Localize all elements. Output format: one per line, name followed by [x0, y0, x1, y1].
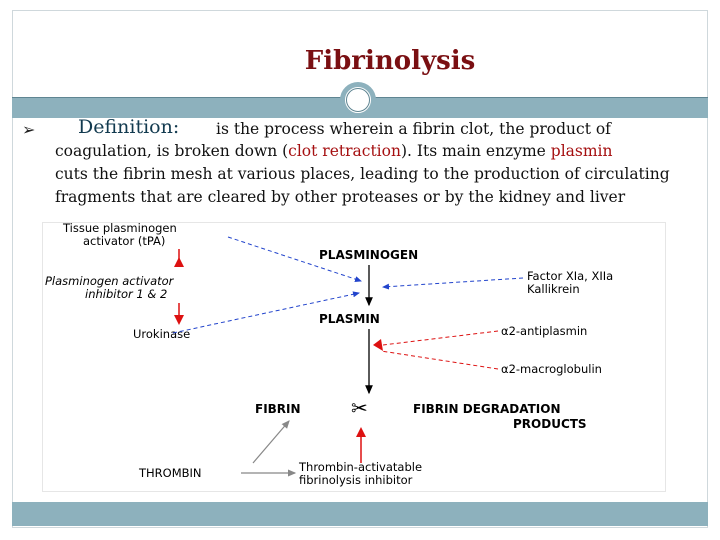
slide-title: Fibrinolysis	[304, 46, 476, 76]
macroglobulin-label: α2-macroglobulin	[501, 362, 602, 376]
tafi-label-2: fibrinolysis inhibitor	[299, 473, 413, 487]
factor-label-2: Kallikrein	[527, 282, 580, 296]
tafi-label-1: Thrombin-activatable	[298, 460, 422, 474]
fibrinolysis-diagram: Tissue plasminogen activator (tPA) Plasm…	[42, 222, 666, 492]
pai-label-2: inhibitor 1 & 2	[85, 287, 167, 301]
urokinase-label: Urokinase	[133, 327, 190, 341]
urokinase-activation-arrow	[172, 291, 360, 334]
diagram-svg: Tissue plasminogen activator (tPA) Plasm…	[45, 223, 613, 487]
fdp-label-1: FIBRIN DEGRADATION	[413, 402, 560, 416]
antiplasmin-label: α2-antiplasmin	[501, 324, 587, 338]
circle-ornament-inner	[346, 88, 370, 112]
footer-band	[12, 502, 708, 526]
plasminogen-label: PLASMINOGEN	[319, 248, 418, 262]
definition-line-4: fragments that are cleared by other prot…	[55, 188, 626, 206]
factor-label-1: Factor XIa, XIIa	[527, 269, 613, 283]
plasmin-label: PLASMIN	[319, 312, 380, 326]
definition-text: coagulation, is broken down (	[55, 142, 289, 160]
definition-line-3: cuts the fibrin mesh at various places, …	[55, 165, 670, 183]
red-left-arrow-icon	[373, 339, 383, 351]
definition-line-2: coagulation, is broken down (clot retrac…	[55, 142, 613, 160]
slide-frame	[12, 10, 708, 528]
red-up-arrow-icon	[174, 257, 184, 267]
plasmin-term: plasmin	[550, 142, 613, 160]
thrombin-to-fibrin-arrow	[252, 420, 290, 464]
fdp-label-2: PRODUCTS	[513, 417, 587, 431]
red-down-arrow-icon	[174, 315, 184, 325]
antiplasmin-inhibition-line	[382, 330, 499, 346]
fibrin-label: FIBRIN	[255, 402, 301, 416]
factor-activation-arrow	[382, 277, 524, 290]
arrow-bullet-icon: ➢	[22, 120, 36, 139]
tpa-label-1: Tissue plasminogen	[62, 223, 177, 235]
definition-heading: Definition:	[78, 116, 180, 138]
clot-retraction-term: clot retraction	[288, 142, 401, 160]
tpa-label-2: activator (tPA)	[83, 234, 165, 248]
definition-line-1: is the process wherein a fibrin clot, th…	[216, 120, 611, 138]
tpa-activation-arrow	[227, 236, 362, 282]
macroglobulin-inhibition-line	[380, 350, 499, 370]
scissors-icon: ✂	[351, 396, 368, 420]
thrombin-label: THROMBIN	[138, 466, 202, 480]
pai-label-1: Plasminogen activator	[45, 274, 175, 288]
red-up-arrow-icon	[356, 427, 366, 437]
definition-text: ). Its main enzyme	[400, 142, 551, 160]
